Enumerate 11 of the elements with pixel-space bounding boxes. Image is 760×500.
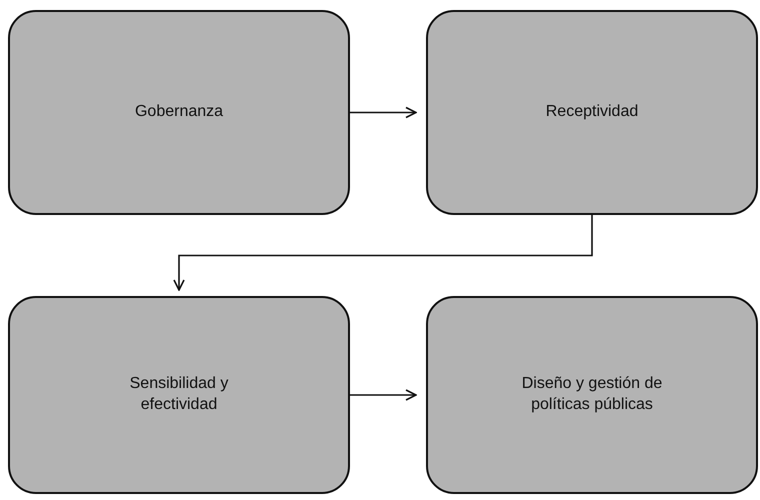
process-box (8, 296, 350, 494)
box-label: Gobernanza (134, 102, 224, 122)
arrow (350, 389, 417, 401)
process-box (426, 10, 758, 215)
box-label: Diseño y gestión de políticas públicas (520, 374, 664, 415)
arrow (173, 215, 593, 291)
box-label: Sensibilidad y efectividad (128, 374, 230, 415)
process-box (426, 296, 758, 494)
process-box (8, 10, 350, 215)
arrow (350, 106, 417, 118)
box-label: Receptividad (546, 102, 638, 122)
